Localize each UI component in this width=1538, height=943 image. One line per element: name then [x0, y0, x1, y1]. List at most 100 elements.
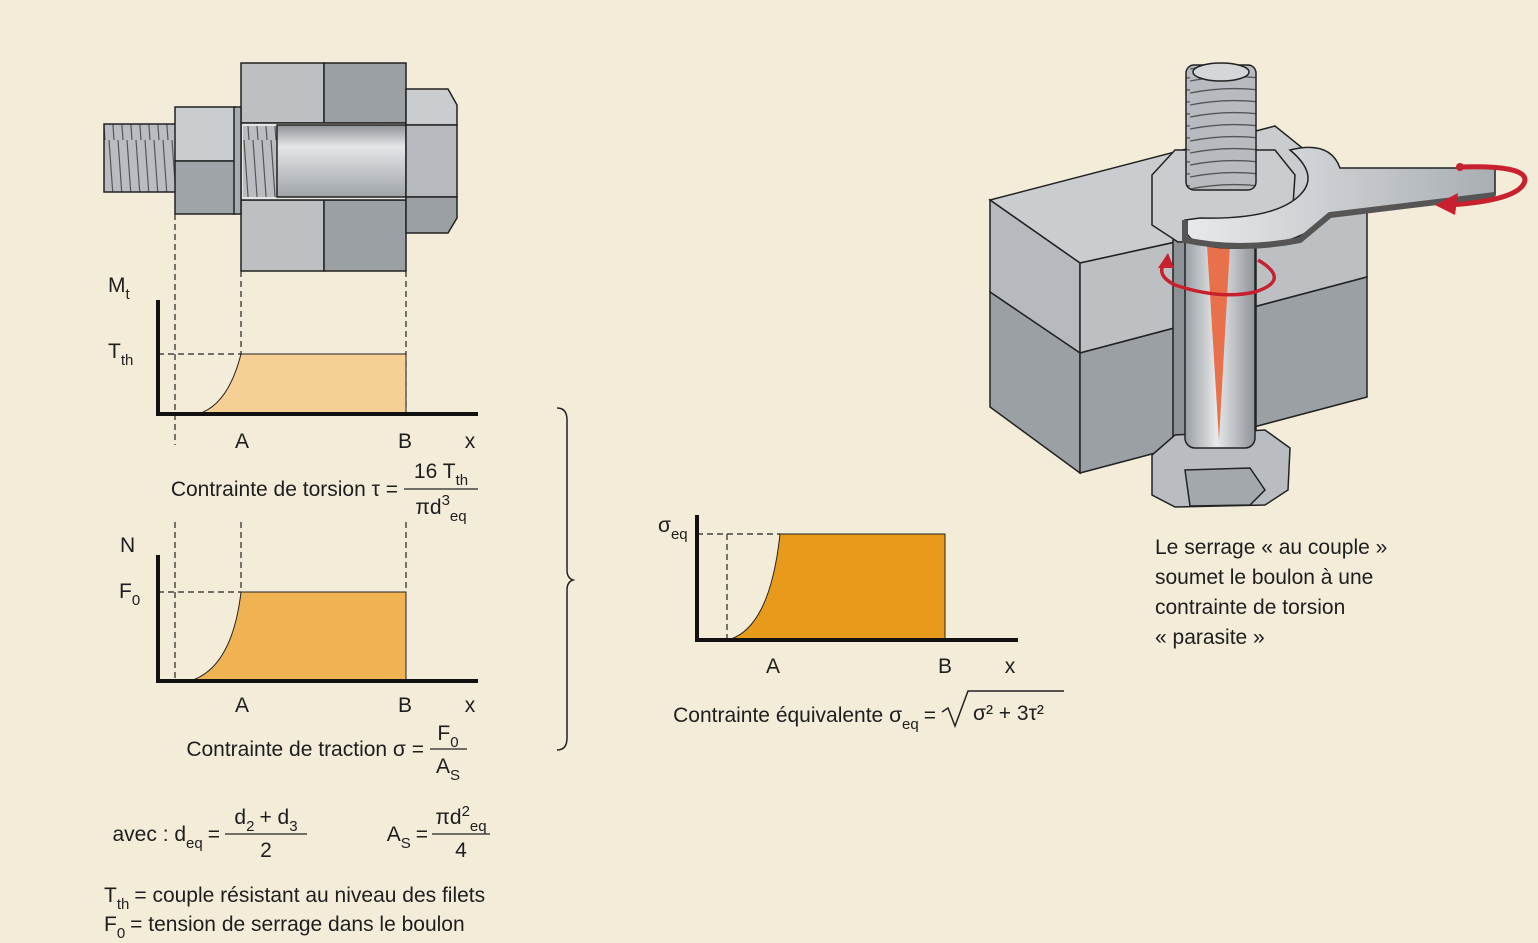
- equivalent-chart: σeq A B x Contrainte équivalente σeq= σ²…: [658, 514, 1064, 733]
- torsion-axes: [156, 300, 478, 416]
- traction-chart: N F0 A B x Contrainte de traction σ = F0…: [119, 522, 478, 784]
- traction-area: [189, 591, 407, 682]
- threaded-end-3d: [1185, 64, 1257, 191]
- as-denominator: 4: [455, 839, 467, 862]
- torsion-level-label: Tth: [108, 340, 133, 369]
- denominator-sub: S: [450, 767, 460, 784]
- torsion-x-tick-b: B: [398, 430, 412, 453]
- bottom-nut: [1151, 429, 1291, 508]
- formula-radicand: σ² + 3τ²: [973, 702, 1044, 725]
- deq-denominator: 2: [260, 839, 272, 862]
- label-sub: th: [121, 352, 134, 369]
- tth-definition: Tth= couple résistant au niveau des file…: [104, 884, 485, 913]
- torsion-area: [197, 353, 407, 415]
- equivalent-y-label: σeq: [658, 514, 688, 543]
- torque-tightening-illustration: [988, 62, 1528, 508]
- torsion-chart: Mt Tth A B x Contrainte de torsion τ = 1…: [108, 274, 478, 525]
- formula-sub: eq: [902, 716, 919, 733]
- f0-text: = tension de serrage dans le boulon: [130, 913, 465, 936]
- deq-num-plus: + d: [259, 806, 289, 829]
- bolt-head: [405, 88, 458, 234]
- tth-symbol: T: [104, 884, 117, 907]
- traction-axes: [156, 555, 478, 683]
- numerator-sub: 0: [450, 734, 458, 751]
- deq-num-b-sub: 3: [289, 818, 297, 835]
- label-main: M: [108, 274, 126, 297]
- deq-numerator: d2+ d3: [234, 806, 297, 835]
- traction-x-tick-a: A: [235, 694, 249, 717]
- f0-definition: F0 = tension de serrage dans le boulon: [104, 913, 465, 942]
- f0-sub: 0: [117, 925, 125, 942]
- label-sub: 0: [132, 592, 140, 609]
- formula-text: Contrainte de traction σ =: [186, 738, 424, 761]
- as-num-sup: 2: [462, 803, 470, 820]
- denominator-sup: 3: [442, 492, 450, 509]
- numerator-sub: th: [456, 472, 469, 489]
- as-label: AS =: [387, 823, 428, 852]
- traction-x-label: x: [465, 694, 476, 717]
- definitions: avec : deq= d2+ d3 2 AS= πd2eq 4 Tth= co…: [104, 803, 490, 942]
- label-main: σ: [658, 514, 671, 537]
- denominator-main: A: [436, 755, 450, 778]
- equivalent-area: [727, 533, 946, 641]
- square-root-sign: [941, 690, 1064, 729]
- caption-line: contrainte de torsion: [1155, 596, 1345, 619]
- caption-line: « parasite »: [1155, 626, 1265, 649]
- label-main: T: [108, 340, 121, 363]
- torsion-formula: Contrainte de torsion τ = 16 Tth πd3eq: [171, 460, 478, 525]
- denominator-main: πd: [415, 496, 441, 519]
- as-prefix: A: [387, 823, 401, 846]
- arrowhead-icon: [1435, 193, 1458, 215]
- as-numerator: πd2eq: [435, 803, 486, 835]
- formula-text: Contrainte de torsion τ =: [171, 478, 398, 501]
- deq-num-a-sub: 2: [246, 818, 254, 835]
- deq-sub: eq: [186, 835, 203, 852]
- bolt-shank: [276, 124, 407, 198]
- formula-numerator: F0: [437, 722, 458, 751]
- torsion-x-tick-a: A: [235, 430, 249, 453]
- label-main: F: [119, 580, 132, 603]
- plate-upper-right: [323, 62, 407, 124]
- equivalent-formula: Contrainte équivalente σeq = σ² + 3τ²: [673, 690, 1064, 733]
- torsion-x-label: x: [465, 430, 476, 453]
- caption-line: Le serrage « au couple »: [1155, 536, 1387, 559]
- numerator-main: F: [437, 722, 450, 745]
- formula-denominator: πd3eq: [415, 492, 466, 525]
- formula-prefix: Contrainte équivalente σ: [673, 704, 902, 727]
- tth-sub: th: [117, 896, 130, 913]
- tth-text: = couple résistant au niveau des filets: [134, 884, 485, 907]
- traction-x-tick-b: B: [398, 694, 412, 717]
- wrench: [1182, 146, 1496, 249]
- formula-text: Contrainte équivalente σeq =: [673, 704, 936, 733]
- as-equals: =: [416, 823, 428, 846]
- label-sub: eq: [671, 526, 688, 543]
- label-sub: t: [126, 286, 131, 303]
- caption-line: soumet le boulon à une: [1155, 566, 1373, 589]
- curly-brace: [556, 407, 576, 751]
- formula-denominator: AS: [436, 755, 460, 784]
- torsion-arrow-icon: [1159, 258, 1276, 297]
- outer-thread: [103, 123, 177, 193]
- numerator-main: 16 T: [414, 460, 456, 483]
- traction-level-label: F0: [119, 580, 140, 609]
- rotation-arrow-icon: [1449, 164, 1528, 208]
- as-num-main: πd: [435, 806, 461, 829]
- formula-equals: =: [924, 704, 936, 727]
- deq-equals: =: [208, 823, 220, 846]
- plate-lower-right: [323, 199, 407, 272]
- equivalent-x-tick-b: B: [938, 655, 952, 678]
- formula-numerator: 16 Tth: [414, 460, 468, 489]
- plate-upper-left: [240, 62, 325, 124]
- equivalent-x-label: x: [1005, 655, 1016, 678]
- as-num-sub: eq: [470, 818, 487, 835]
- plate-lower-left: [240, 199, 325, 272]
- bolt-section-drawing: [103, 62, 458, 445]
- deq-label: avec : deq =: [113, 823, 221, 852]
- as-sub: S: [401, 835, 411, 852]
- deq-prefix: avec : d: [113, 823, 187, 846]
- nut: [174, 106, 236, 215]
- f0-symbol: F: [104, 913, 117, 936]
- washer: [233, 106, 242, 215]
